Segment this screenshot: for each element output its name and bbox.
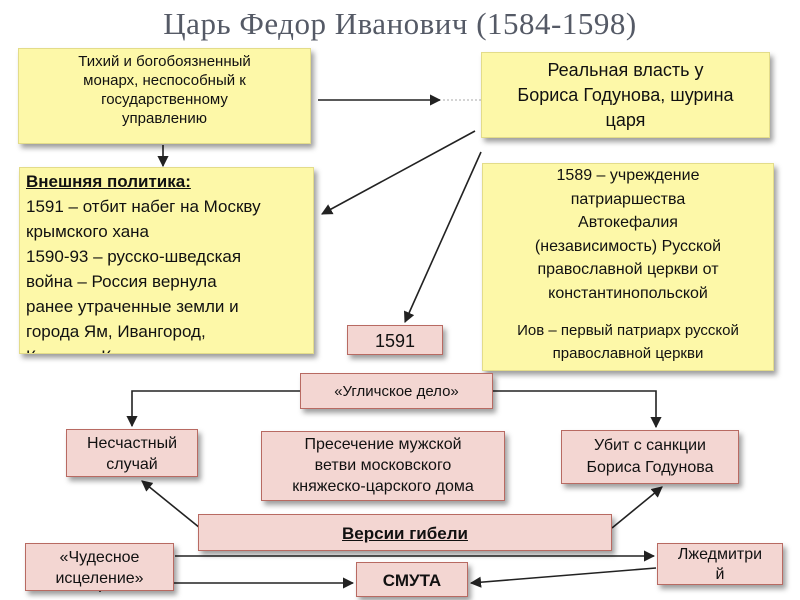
- box-year-1591: 1591: [347, 325, 443, 355]
- box-monarch-line: управлению: [122, 110, 207, 127]
- box-patriarchate-note-line: православной церкви: [552, 345, 704, 362]
- arrow-uglich-to-killed: [493, 390, 662, 429]
- box-miraculous-healing-line: исцеление»: [55, 570, 144, 587]
- box-real-power: Реальная власть у Бориса Годунова, шурин…: [481, 52, 770, 138]
- box-killed: Убит с санкции Бориса Годунова: [561, 430, 739, 484]
- box-patriarchate-line: православной церкви от: [537, 261, 719, 278]
- box-smuta: СМУТА: [356, 562, 468, 597]
- box-accident-line: Несчастный: [86, 435, 178, 452]
- box-dynasty-end-line: княжеско-царского дома: [292, 478, 474, 495]
- box-patriarchate-line: патриаршества: [570, 190, 686, 208]
- box-foreign-policy-line: крымского хана: [26, 222, 149, 241]
- box-accident: Несчастный случай: [66, 429, 198, 477]
- box-dynasty-end: Пресечение мужской ветви московского кня…: [261, 431, 505, 501]
- box-dynasty-end-line: ветви московского: [314, 457, 452, 474]
- box-foreign-policy-heading: Внешняя политика:: [26, 172, 191, 191]
- box-real-power-line: царя: [605, 110, 646, 130]
- arrow-versions-to-accident: [141, 480, 201, 529]
- box-foreign-policy-line: 1591 – отбит набег на Москву: [26, 197, 261, 216]
- box-foreign-policy-line: ранее утраченные земли и: [26, 297, 239, 316]
- box-patriarchate-line: Автокефалия: [578, 214, 678, 231]
- arrow-power-to-1591: [404, 151, 482, 324]
- box-false-dmitry: Лжедмитри й: [657, 543, 783, 585]
- box-death-versions-label: Версии гибели: [342, 524, 468, 543]
- box-death-versions: Версии гибели: [198, 514, 612, 551]
- box-monarch-line: монарх, неспособный к: [83, 72, 246, 89]
- box-patriarchate-line: (независимость) Русской: [534, 237, 722, 255]
- box-real-power-line: Бориса Годунова, шурина: [517, 85, 734, 105]
- box-patriarchate-line: константинопольской: [548, 284, 708, 302]
- box-patriarchate: 1589 – учреждение патриаршества Автокефа…: [482, 163, 774, 371]
- box-uglich-case: «Угличское дело»: [300, 373, 493, 409]
- box-accident-line: случай: [106, 456, 158, 473]
- page-title: Царь Федор Иванович (1584-1598): [163, 6, 637, 41]
- arrow-power-to-foreign: [321, 130, 476, 215]
- box-monarch: Тихий и богобоязненный монарх, неспособн…: [18, 48, 311, 144]
- box-foreign-policy-line: Копорье, Корела: [26, 344, 307, 353]
- box-foreign-policy-line: 1590-93 – русско-шведская: [26, 247, 242, 266]
- box-monarch-line: Тихий и богобоязненный: [78, 53, 251, 70]
- arrow-uglich-to-accident: [126, 390, 300, 428]
- box-killed-line: Бориса Годунова: [586, 459, 714, 476]
- box-miraculous-healing: «Чудесное исцеление»: [25, 543, 174, 591]
- box-foreign-policy-line: война – Россия вернула: [26, 272, 217, 291]
- box-miraculous-healing-line: «Чудесное: [59, 549, 140, 566]
- box-patriarchate-note: Иов – первый патриарх русской православн…: [489, 319, 767, 365]
- box-real-power-line: Реальная власть у: [547, 60, 704, 80]
- arrow-false-dmitry-to-smuta: [469, 567, 657, 588]
- arrow-versions-to-killed: [611, 486, 663, 529]
- box-patriarchate-line: 1589 – учреждение: [556, 167, 700, 184]
- box-foreign-policy-line: города Ям, Ивангород,: [26, 322, 206, 341]
- box-monarch-line: государственному: [101, 91, 228, 108]
- box-foreign-policy: Внешняя политика: 1591 – отбит набег на …: [19, 167, 314, 354]
- box-false-dmitry-line: й: [715, 566, 725, 583]
- box-false-dmitry-line: Лжедмитри: [677, 546, 763, 563]
- box-killed-line: Убит с санкции: [594, 437, 706, 454]
- box-dynasty-end-line: Пресечение мужской: [304, 436, 462, 453]
- box-patriarchate-note-line: Иов – первый патриарх русской: [517, 322, 739, 339]
